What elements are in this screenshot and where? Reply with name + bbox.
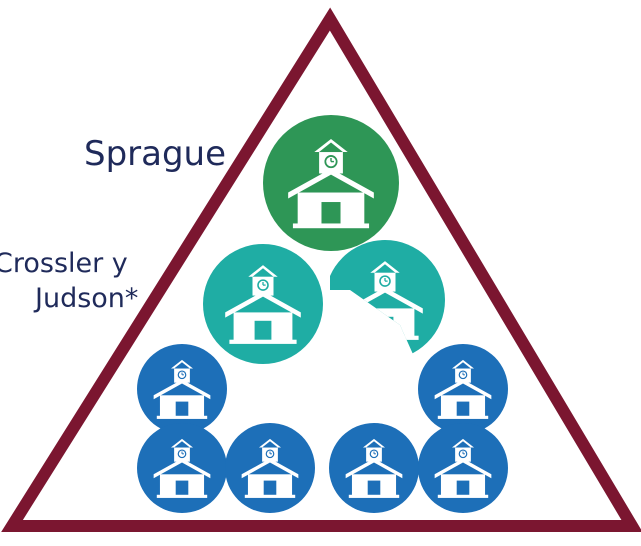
- school-circle: [330, 240, 445, 360]
- school-bottom-1: [137, 344, 227, 434]
- tier-top: [263, 115, 399, 251]
- school-middle-1: [203, 244, 323, 364]
- school-circle: [263, 115, 399, 251]
- label-judson: Judson*: [35, 283, 139, 314]
- school-bottom-6: [418, 423, 508, 513]
- school-circle: [137, 423, 227, 513]
- school-circle: [225, 423, 315, 513]
- label-sprague: Sprague: [84, 134, 227, 174]
- school-middle-2: [330, 240, 445, 360]
- school-circle: [203, 244, 323, 364]
- school-circle: [418, 423, 508, 513]
- school-bottom-4: [225, 423, 315, 513]
- label-crossler: Crossler y: [0, 248, 128, 279]
- school-bottom-5: [329, 423, 419, 513]
- school-circle: [418, 344, 508, 434]
- school-top-1: [263, 115, 399, 251]
- school-circle: [137, 344, 227, 434]
- tier-bottom: [137, 344, 508, 513]
- pyramid-outline: [1, 7, 641, 532]
- tier-middle: [203, 240, 445, 364]
- school-circle: [329, 423, 419, 513]
- school-bottom-3: [137, 423, 227, 513]
- school-bottom-2: [418, 344, 508, 434]
